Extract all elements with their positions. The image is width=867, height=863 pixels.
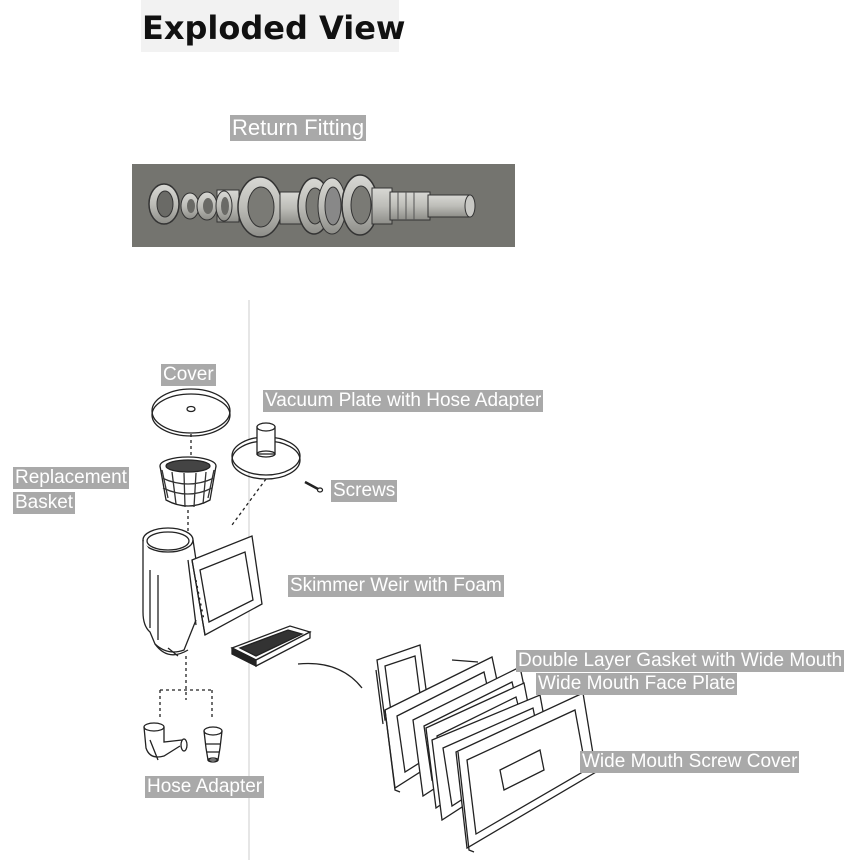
gasket-label: Double Layer Gasket with Wide Mouth bbox=[516, 650, 845, 672]
vacuum-plate-label: Vacuum Plate with Hose Adapter bbox=[263, 390, 544, 412]
screws-part bbox=[304, 480, 324, 493]
page-title: Exploded View bbox=[141, 0, 405, 52]
weir-part bbox=[230, 625, 312, 668]
basket-label-line1: Replacement bbox=[13, 467, 129, 489]
basket-label-line2: Basket bbox=[13, 492, 76, 514]
weir-label: Skimmer Weir with Foam bbox=[288, 575, 504, 597]
skimmer-body-part bbox=[142, 527, 263, 657]
face-plate-label: Wide Mouth Face Plate bbox=[536, 673, 738, 695]
cover-label: Cover bbox=[161, 364, 216, 386]
return-fitting-photo bbox=[132, 164, 515, 247]
return-fitting-parts-drawing bbox=[132, 164, 515, 247]
return-fitting-label: Return Fitting bbox=[230, 115, 367, 141]
screw-cover-label: Wide Mouth Screw Cover bbox=[580, 751, 800, 773]
hose-adapter-part bbox=[143, 722, 223, 763]
basket-part bbox=[159, 456, 217, 508]
vacuum-plate-part bbox=[231, 422, 301, 480]
hose-adapter-label: Hose Adapter bbox=[145, 776, 265, 798]
screws-label: Screws bbox=[331, 480, 398, 502]
cover-part bbox=[151, 388, 231, 437]
